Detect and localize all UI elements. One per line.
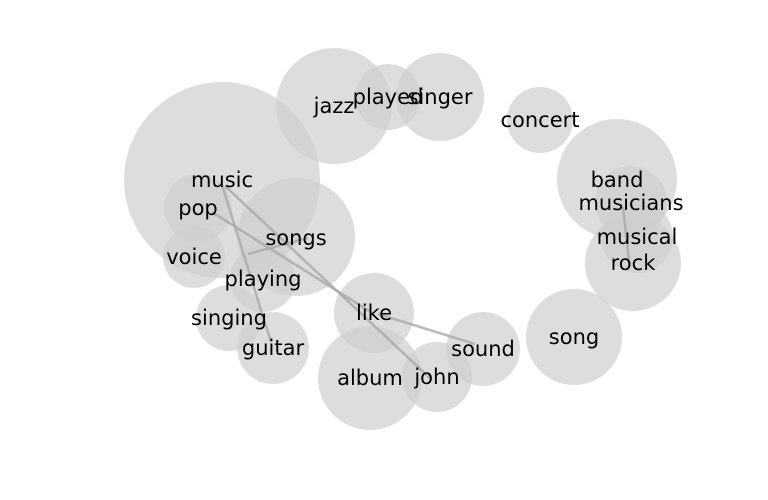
node-label-sound: sound <box>451 337 515 361</box>
node-label-jazz: jazz <box>313 94 355 118</box>
node-label-guitar: guitar <box>242 336 305 360</box>
node-label-pop: pop <box>178 196 218 220</box>
node-circle-rock <box>585 215 681 311</box>
node-circle-album <box>318 326 422 430</box>
node-label-singer: singer <box>408 85 473 109</box>
edge-music-john <box>224 185 433 381</box>
edge-music-guitar <box>220 184 273 343</box>
edges <box>211 184 631 381</box>
node-circle-singer <box>396 53 484 141</box>
node-circle-pop <box>164 174 232 242</box>
node-label-rock: rock <box>611 251 657 275</box>
edge-like-sound <box>377 312 476 346</box>
node-label-band: band <box>591 168 644 192</box>
node-label-musical: musical <box>597 225 678 249</box>
node-label-songs: songs <box>265 226 326 250</box>
node-label-john: john <box>413 365 459 389</box>
node-circle-guitar <box>237 312 309 384</box>
edge-pop-like <box>211 210 370 313</box>
node-label-music: music <box>191 168 253 192</box>
node-label-song: song <box>549 325 599 349</box>
node-label-like: like <box>356 301 392 325</box>
edge-musicians-rock <box>621 206 631 261</box>
node-circle-concert <box>507 87 573 153</box>
node-label-musicians: musicians <box>578 191 683 215</box>
node-circles <box>124 48 681 430</box>
node-label-album: album <box>337 366 403 390</box>
node-label-playing: playing <box>225 267 302 291</box>
node-label-concert: concert <box>500 108 579 132</box>
node-circle-john <box>402 342 472 412</box>
node-label-singing: singing <box>191 306 267 330</box>
node-label-played: played <box>353 85 424 109</box>
edge-playing-songs <box>247 236 309 256</box>
node-label-voice: voice <box>166 245 222 269</box>
node-circle-song <box>526 289 622 385</box>
node-circle-voice <box>163 226 225 288</box>
